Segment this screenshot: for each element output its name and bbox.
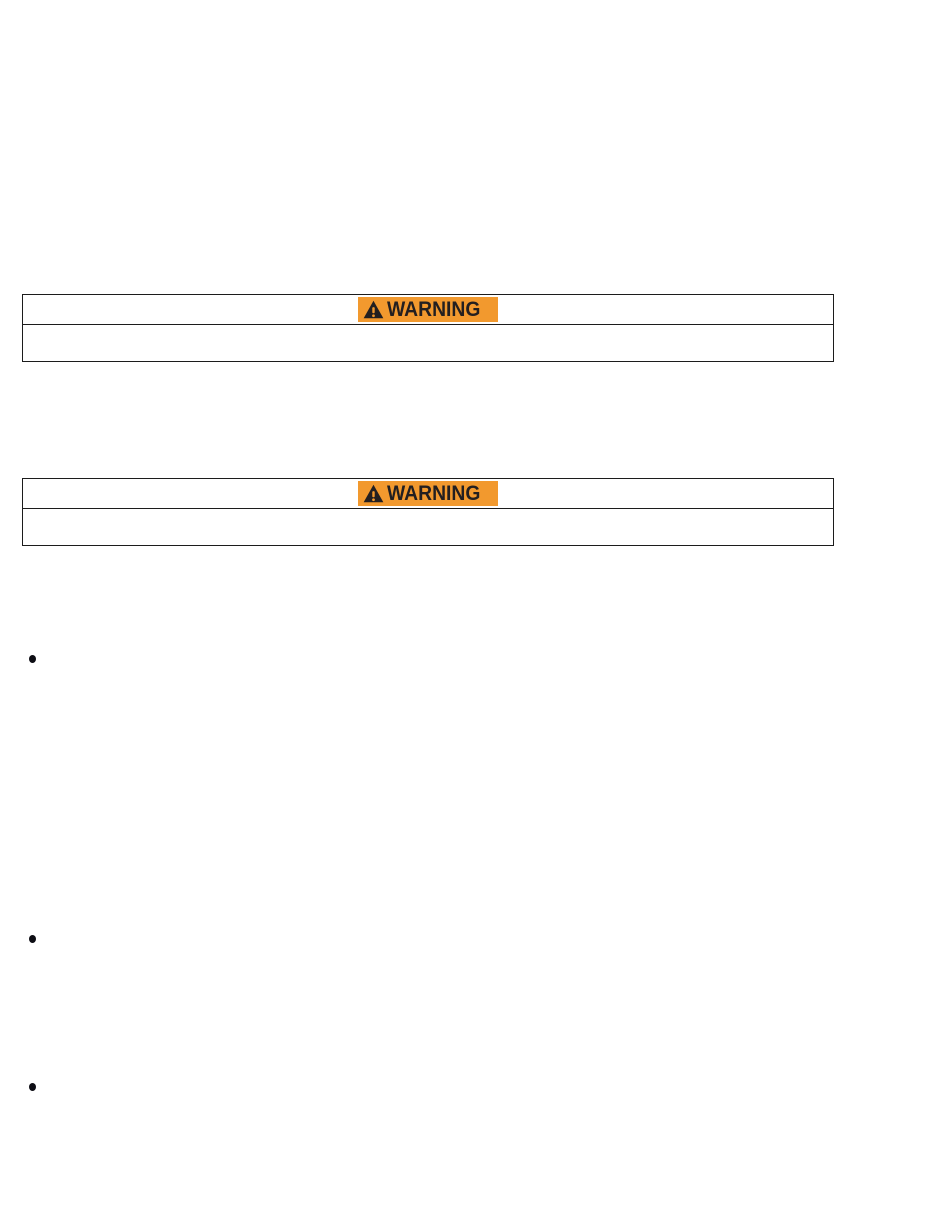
warning-triangle-icon bbox=[363, 300, 384, 319]
list-item bbox=[29, 1083, 46, 1091]
warning-badge: WARNING bbox=[358, 481, 498, 506]
list-item bbox=[29, 655, 46, 663]
warning-box-2: WARNING bbox=[22, 478, 834, 546]
warning-label: WARNING bbox=[387, 482, 481, 505]
warning-box-1-body bbox=[23, 325, 833, 361]
bullet-icon bbox=[29, 1083, 36, 1091]
warning-label: WARNING bbox=[387, 298, 481, 321]
warning-box-2-body bbox=[23, 509, 833, 545]
bullet-icon bbox=[29, 655, 36, 663]
warning-box-2-header: WARNING bbox=[23, 479, 833, 509]
warning-badge: WARNING bbox=[358, 297, 498, 322]
bullet-icon bbox=[29, 935, 36, 943]
warning-box-1-header: WARNING bbox=[23, 295, 833, 325]
list-item bbox=[29, 935, 46, 943]
warning-box-1: WARNING bbox=[22, 294, 834, 362]
warning-triangle-icon bbox=[363, 484, 384, 503]
